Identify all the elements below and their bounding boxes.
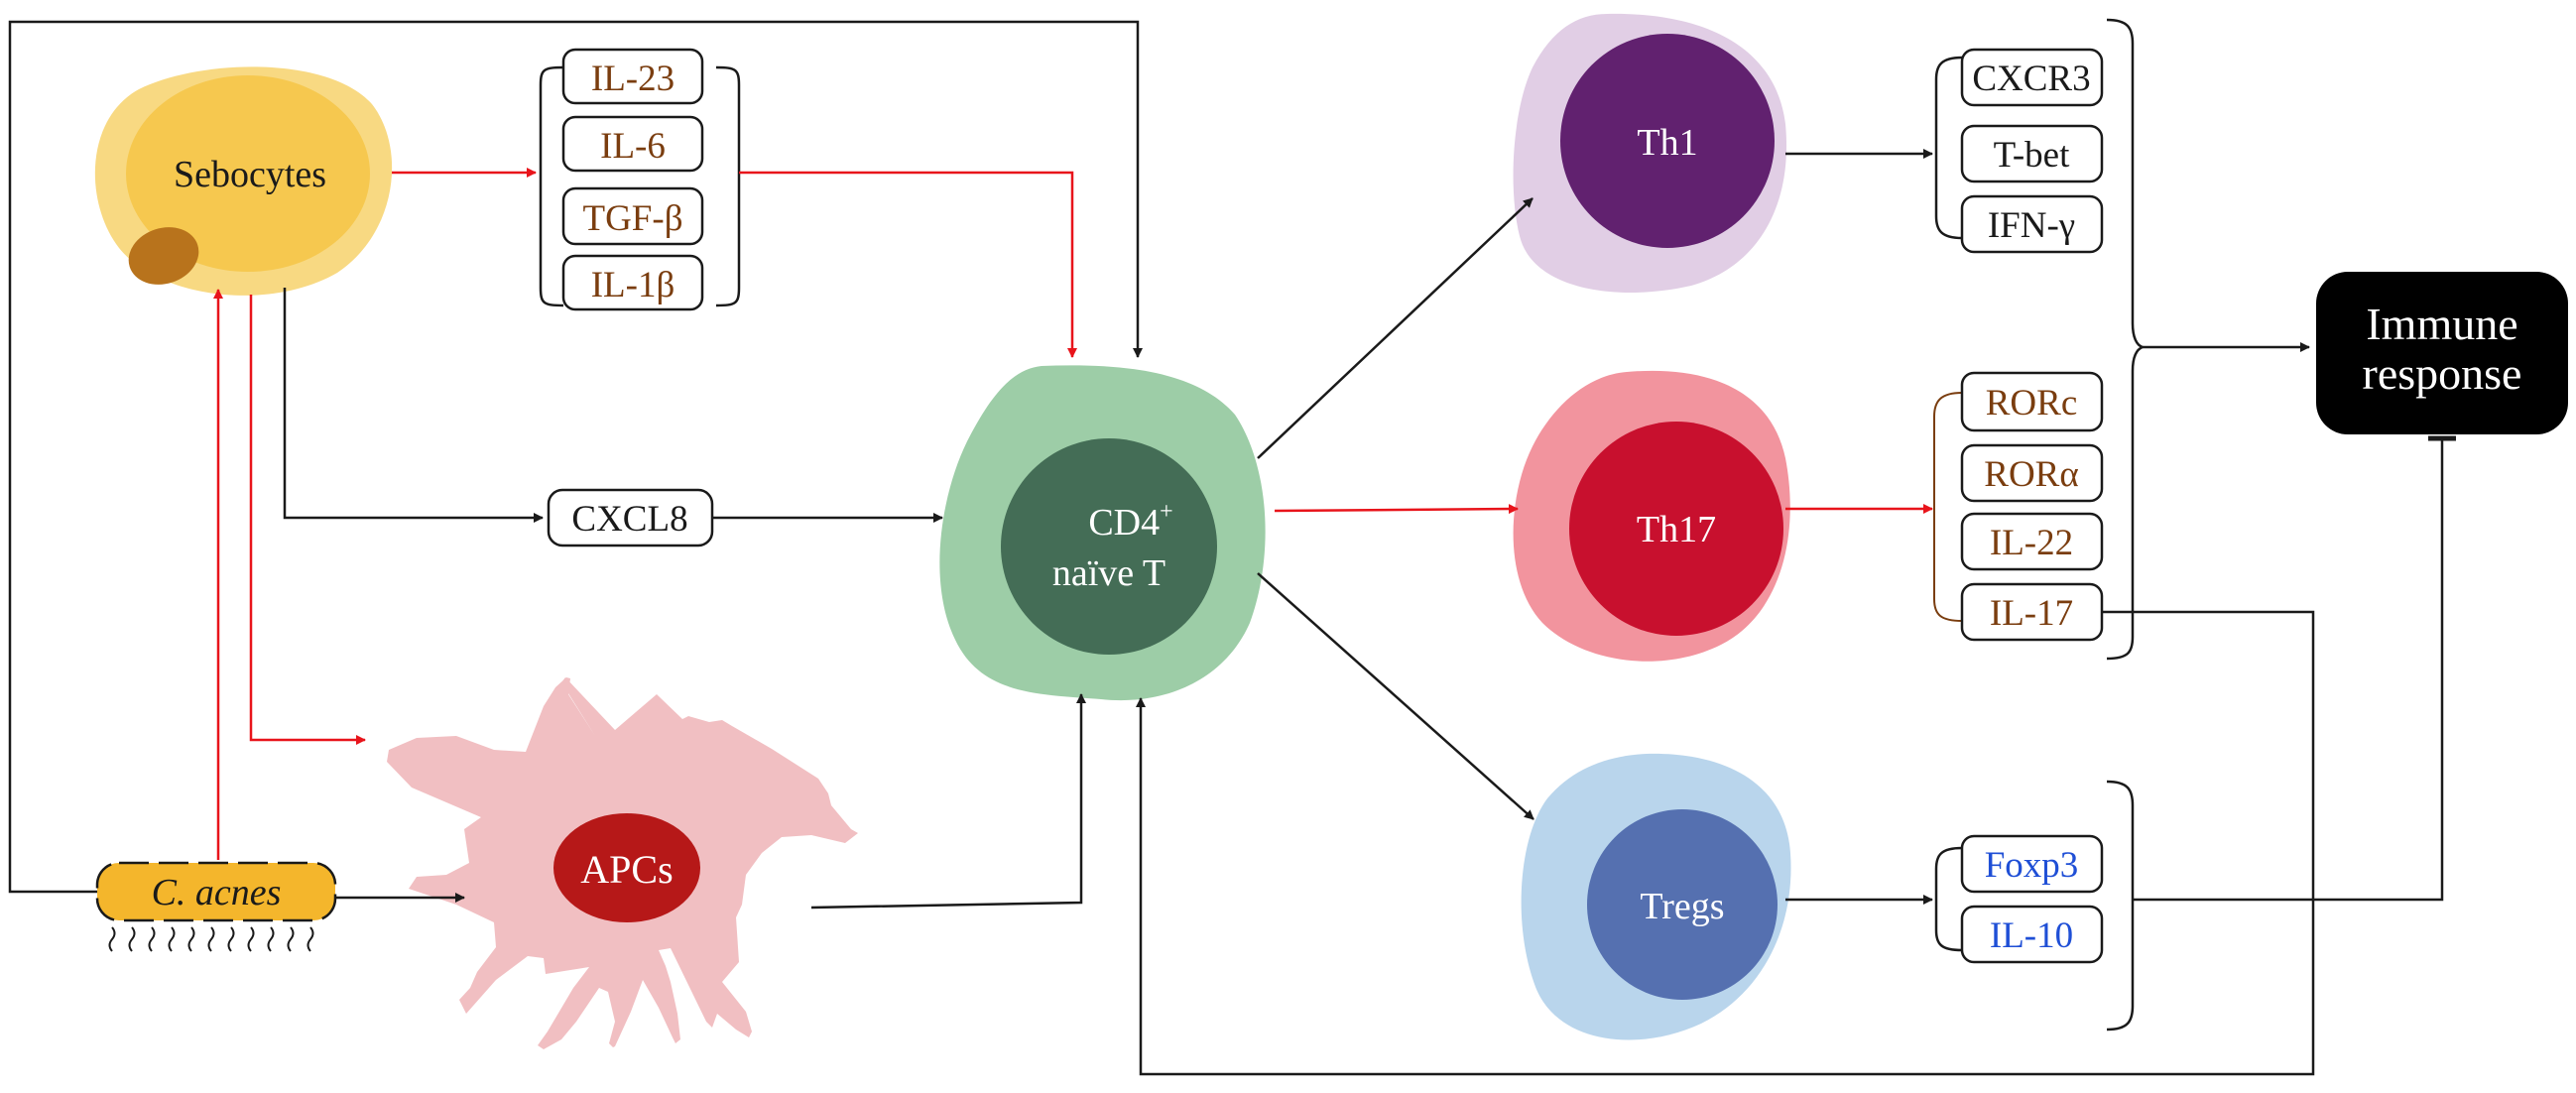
marker-rora-label: RORα: [1984, 454, 2078, 495]
cytokine-il6-label: IL-6: [600, 126, 666, 167]
apcs-label: APCs: [580, 847, 673, 892]
arrow-cd4-to-tregs: [1257, 572, 1534, 820]
marker-il10-label: IL-10: [1990, 915, 2073, 956]
cd4-label-line2: naïve T: [1052, 552, 1165, 594]
marker-il22-label: IL-22: [1990, 523, 2073, 563]
th1-markers-group: CXCR3 T-bet IFN-γ: [1934, 48, 2104, 254]
arrow-sebocytes-to-apc: [249, 295, 366, 745]
th1-label: Th1: [1637, 122, 1697, 164]
marker-foxp3-label: Foxp3: [1985, 845, 2079, 886]
arrow-sebocytes-to-cxcl8: [283, 288, 544, 523]
th17-markers-group: RORc RORα IL-22 IL-17: [1933, 371, 2104, 642]
cxcl8-box: CXCL8: [547, 488, 714, 547]
th1-cell: Th1: [1513, 13, 1787, 293]
immune-response-box: Immune response: [2316, 272, 2568, 434]
cytokine-tgfb-label: TGF-β: [582, 198, 682, 239]
cxcl8-label: CXCL8: [571, 499, 687, 540]
marker-rorc-label: RORc: [1986, 383, 2078, 424]
cytokine-il1b-label: IL-1β: [591, 265, 675, 305]
marker-cxcr3-label: CXCR3: [1972, 59, 2090, 99]
cd4-naive-t-cell: CD4+ naïve T: [939, 365, 1266, 701]
pili-icon: [108, 926, 314, 952]
marker-il17-label: IL-17: [1990, 593, 2073, 634]
sebocytes-cell: Sebocytes: [94, 66, 393, 296]
arrow-cacnes-to-cd4: [8, 20, 1143, 894]
treg-markers-group: Foxp3 IL-10: [1934, 834, 2104, 964]
sebocyte-cytokines-group: IL-23 IL-6 TGF-β IL-1β: [539, 48, 741, 311]
inhibition-tregs-to-immune: [2133, 438, 2444, 902]
marker-ifng-label: IFN-γ: [1988, 205, 2075, 246]
arrow-cd4-to-th1: [1257, 197, 1533, 459]
arrow-apc-to-cd4: [810, 693, 1086, 910]
tregs-cell: Tregs: [1521, 753, 1791, 1040]
effector-brace: [2106, 18, 2147, 661]
sebocyte-nucleus: [128, 227, 199, 285]
c-acnes-label: C. acnes: [152, 872, 282, 913]
immune-response-label-line2: response: [2363, 348, 2522, 399]
black-connectors: [8, 20, 2456, 1076]
marker-tbet-label: T-bet: [1994, 135, 2070, 176]
th17-cell: Th17: [1513, 370, 1790, 662]
cytokine-il23-label: IL-23: [591, 59, 675, 99]
c-acnes-bacterium: C. acnes: [95, 861, 337, 952]
arrow-cd4-to-th17: [1274, 504, 1519, 515]
th17-label: Th17: [1637, 509, 1716, 550]
immune-response-label-line1: Immune: [2366, 299, 2517, 349]
arrow-cytokines-to-cd4: [739, 171, 1077, 358]
tregs-label: Tregs: [1640, 886, 1724, 927]
treg-brace: [2106, 780, 2135, 1032]
red-connectors: [213, 168, 1933, 860]
cd4-label-line1: CD4+: [1088, 499, 1172, 544]
arrow-il17-to-cd4: [1136, 610, 2315, 1076]
apc-cell: APCs: [387, 677, 858, 1049]
sebocytes-label: Sebocytes: [174, 154, 326, 195]
